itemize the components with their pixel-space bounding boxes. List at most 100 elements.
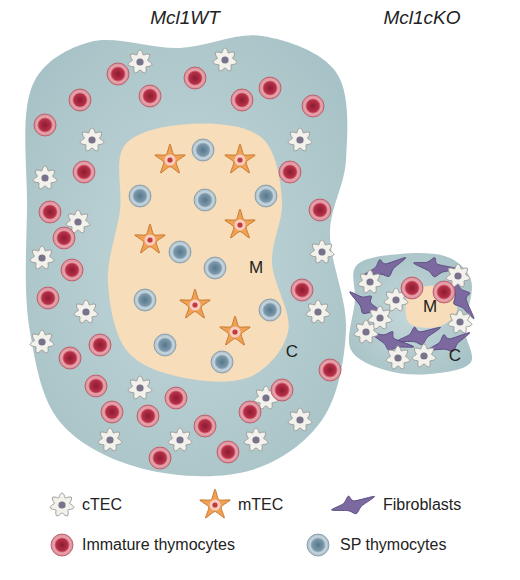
legend-label: cTEC — [82, 496, 122, 514]
sp-thymocyte — [129, 185, 151, 207]
ctec-nucleus — [252, 436, 259, 443]
mtec-cell — [220, 316, 250, 345]
medulla-region-outline — [104, 118, 290, 380]
immature-thymocyte-body — [309, 199, 331, 221]
ctec-body — [80, 128, 104, 151]
ctec-body — [50, 493, 74, 516]
ctec-nucleus — [136, 384, 143, 391]
ctec-body — [288, 128, 312, 151]
ctec-cell — [244, 428, 268, 451]
sp-thymocyte — [259, 299, 281, 321]
immature-thymocyte-body — [37, 287, 59, 309]
mtec-nucleus — [165, 155, 176, 166]
immature-thymocyte — [39, 201, 61, 223]
mtec-nucleus — [210, 500, 221, 511]
ctec-body — [448, 310, 472, 333]
mtec-body — [225, 209, 255, 238]
cortex-label: C — [286, 342, 298, 362]
mtec-body — [220, 316, 250, 345]
immature-thymocyte — [37, 287, 59, 309]
legend-label: SP thymocytes — [340, 536, 446, 554]
immature-thymocyte-body — [39, 201, 61, 223]
legend-label: mTEC — [238, 496, 283, 514]
genotype-heading: Mcl1cKO — [383, 7, 460, 29]
immature-thymocyte — [61, 259, 83, 281]
immature-thymocyte-body — [139, 85, 161, 107]
fibroblast-cell — [444, 275, 480, 324]
sp-thymocyte-body — [211, 351, 233, 373]
ctec-nucleus — [420, 352, 427, 359]
ctec-nucleus — [176, 436, 183, 443]
immature-thymocyte-body — [239, 401, 261, 423]
immature-thymocyte — [239, 401, 261, 423]
immature-thymocyte — [137, 405, 159, 427]
immature-thymocyte-body — [401, 277, 423, 299]
mtec-nucleus — [235, 220, 246, 231]
ctec-cell — [213, 48, 237, 71]
ctec-nucleus — [38, 254, 45, 261]
immature-thymocyte-body — [319, 359, 341, 381]
mtec-cell — [225, 209, 255, 238]
ctec-nucleus — [296, 136, 303, 143]
immature-thymocyte — [217, 441, 239, 463]
ctec-nucleus — [41, 174, 48, 181]
sp-thymocyte-body — [259, 299, 281, 321]
immature-thymocyte-body — [291, 279, 313, 301]
ctec-cell — [354, 320, 378, 343]
mtec-cell — [155, 144, 185, 173]
sp-thymocyte — [192, 139, 214, 161]
mtec-nucleus — [230, 327, 241, 338]
mtec-nucleolus — [232, 329, 237, 334]
fibroblast-body — [412, 254, 460, 281]
ctec-body — [354, 320, 378, 343]
immature-thymocyte — [69, 89, 91, 111]
ctec-nucleus — [262, 394, 269, 401]
ctec-nucleus — [376, 314, 383, 321]
ctec-cell — [74, 300, 98, 323]
sp-thymocyte-body — [169, 241, 191, 263]
sp-thymocyte-body — [129, 185, 151, 207]
ctec-body — [306, 300, 330, 323]
immature-thymocyte — [89, 334, 111, 356]
ctec-nucleus — [58, 501, 65, 508]
ctec-nucleus — [454, 272, 461, 279]
medulla-region: M — [400, 282, 462, 332]
immature-thymocyte-body — [194, 415, 216, 437]
immature-thymocyte — [302, 95, 324, 117]
immature-thymocyte-body — [61, 259, 83, 281]
ctec-cell — [306, 300, 330, 323]
ctec-nucleus — [88, 136, 95, 143]
ctec-nucleus — [394, 354, 401, 361]
immature-thymocyte — [101, 401, 123, 423]
ctec-cell — [288, 128, 312, 151]
sp-thymocyte-body — [154, 334, 176, 356]
immature-thymocyte — [271, 379, 293, 401]
mtec-cell — [225, 144, 255, 173]
immature-thymocyte-body — [137, 405, 159, 427]
mtec-cell — [135, 224, 165, 253]
immature-thymocyte-body — [231, 89, 253, 111]
immature-thymocyte — [291, 279, 313, 301]
sp-thymocyte-body — [192, 139, 214, 161]
immature-thymocyte-body — [53, 227, 75, 249]
ctec-body — [446, 264, 470, 287]
ctec-body — [98, 428, 122, 451]
immature-thymocyte — [165, 387, 187, 409]
ctec-cell — [384, 288, 408, 311]
immature-thymocyte-body — [217, 441, 239, 463]
thymus-lobe: Mcl1WTCM — [20, 28, 352, 480]
mtec-body — [200, 489, 230, 518]
fibroblast-body — [395, 321, 443, 351]
medulla-label: M — [423, 297, 437, 317]
ctec-cell — [30, 246, 54, 269]
medulla-region-shape — [406, 286, 458, 328]
genotype-heading: Mcl1WT — [150, 7, 220, 29]
mtec-nucleolus — [212, 502, 217, 507]
ctec-cell — [358, 270, 382, 293]
ctec-nucleus — [136, 58, 143, 65]
ctec-cell — [128, 50, 152, 73]
ctec-cell — [80, 128, 104, 151]
medulla-label: M — [249, 258, 263, 278]
immature-thymocyte-body — [69, 89, 91, 111]
